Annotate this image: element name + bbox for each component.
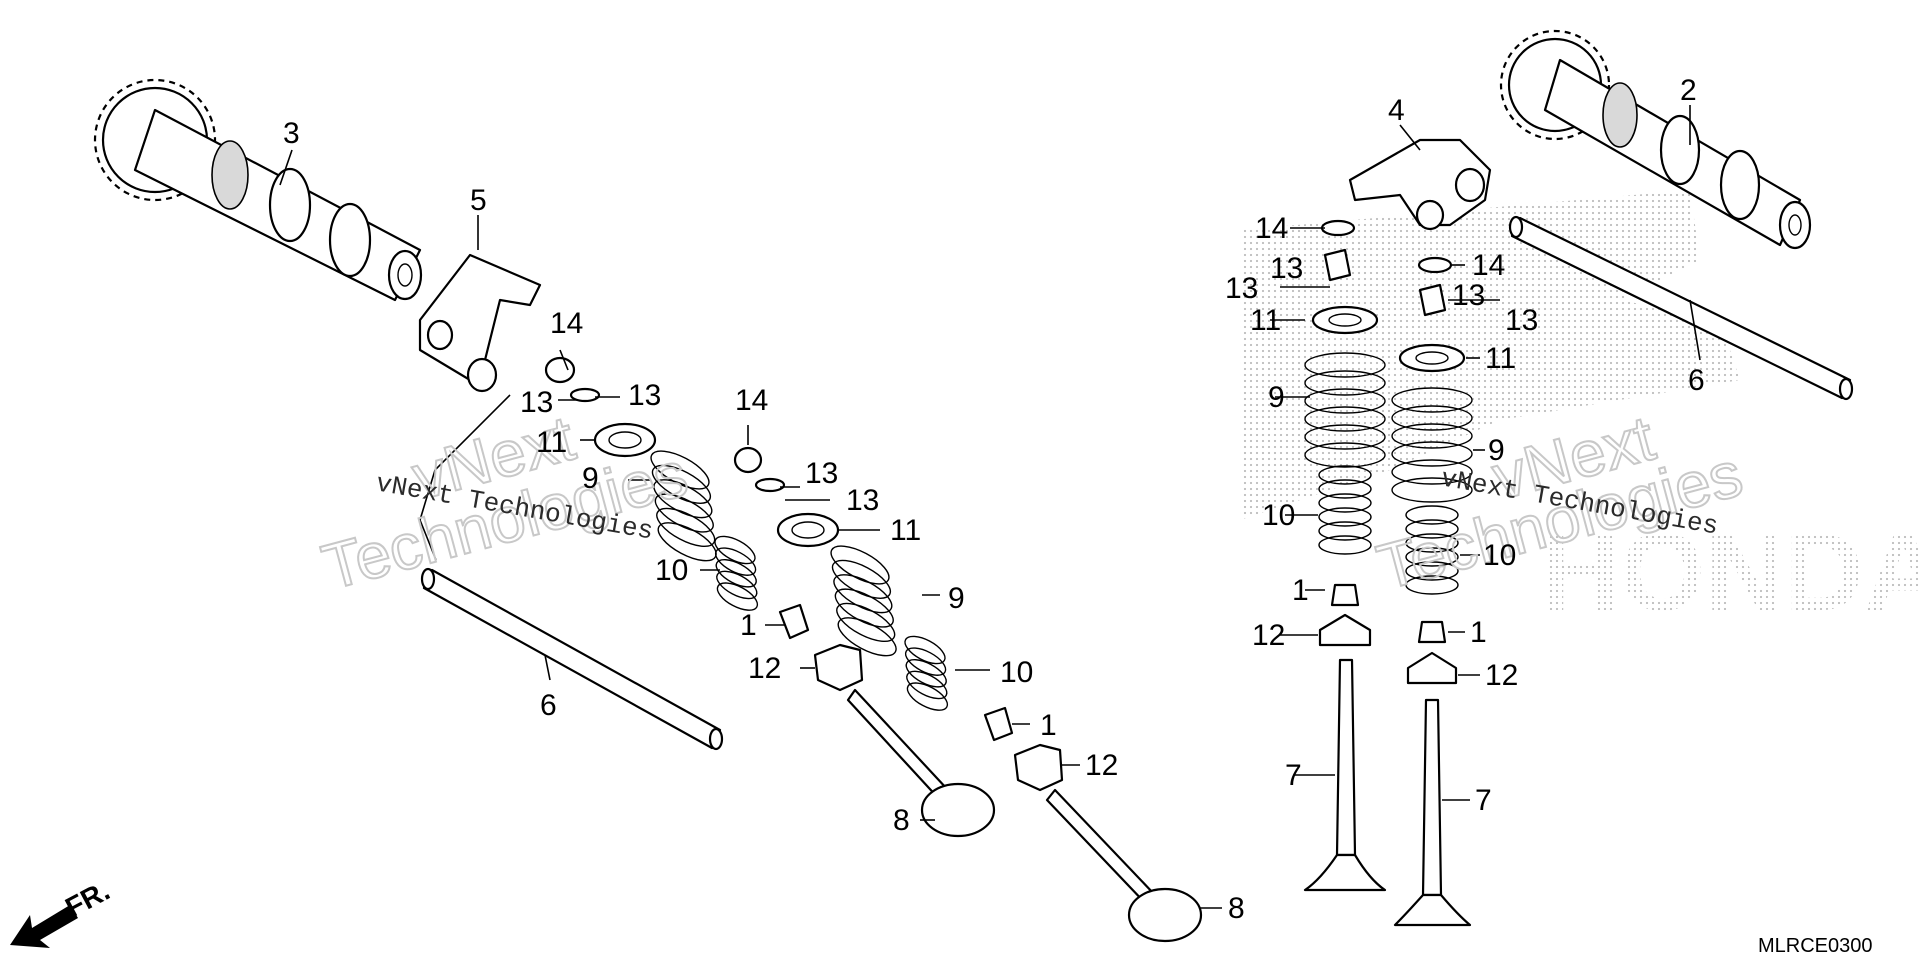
callout-6-right: 6 [1688,364,1705,397]
callout-9-a: 9 [582,462,599,495]
callout-14-d: 14 [1472,249,1505,282]
callout-10-c: 10 [1262,499,1295,532]
callout-10-b: 10 [1000,656,1033,689]
valve-stack-right-b [1391,256,1473,927]
callout-12-a: 12 [748,652,781,685]
callout-10-a: 10 [655,554,688,587]
valve-stack-left-b [733,446,1203,943]
camshaft-left [93,78,423,302]
rocker-shaft-left [420,567,724,751]
rocker-arm-right [1348,138,1492,231]
callout-5: 5 [470,184,487,217]
callout-12-c: 12 [1252,619,1285,652]
callout-9-c: 9 [1268,381,1285,414]
callout-2: 2 [1680,74,1697,107]
leader-lines [279,105,1701,909]
camshaft-right [1499,29,1812,250]
honda-logo-text: HONDA [1540,511,1920,634]
callout-13-c: 13 [805,457,838,490]
callout-3: 3 [283,117,300,150]
callout-1-b: 1 [1040,709,1057,742]
callout-13-e: 13 [1270,252,1303,285]
callout-13-f: 13 [1225,272,1258,305]
callout-14-a: 14 [550,307,583,340]
callout-11-d: 11 [1485,342,1516,375]
callout-4: 4 [1388,94,1405,127]
callout-9-b: 9 [948,582,965,615]
callout-11-c: 11 [1250,304,1281,337]
callout-12-b: 12 [1085,749,1118,782]
front-arrow-icon [10,905,78,948]
callout-6-left: 6 [540,689,557,722]
rocker-arm-left [418,253,542,393]
front-direction-indicator: FR. [10,875,115,948]
callout-13-b: 13 [628,379,661,412]
callout-12-d: 12 [1485,659,1518,692]
valve-stack-right-a [1303,219,1387,892]
callout-14-c: 14 [1255,212,1288,245]
callout-13-h: 13 [1505,304,1538,337]
callout-9-d: 9 [1488,434,1505,467]
callout-8-b: 8 [1228,892,1245,925]
callout-1-a: 1 [740,609,757,642]
callout-13-a: 13 [520,386,553,419]
callout-7-a: 7 [1285,759,1302,792]
rocker-shaft-right [1508,215,1854,401]
callout-11-a: 11 [536,426,567,459]
callout-1-c: 1 [1292,574,1309,607]
callout-labels: 3 5 4 2 6 6 14 13 13 11 9 10 1 12 8 14 1… [283,74,1705,925]
callout-1-d: 1 [1470,616,1487,649]
callout-11-b: 11 [890,514,921,547]
vnext-watermark: vNext Technologies vNext Technologies vN… [314,401,1750,605]
callout-13-d: 13 [846,484,879,517]
callout-7-b: 7 [1475,784,1492,817]
callout-8-a: 8 [893,804,910,837]
callout-10-d: 10 [1483,539,1516,572]
valve-stack-left-a [544,356,996,838]
callout-13-g: 13 [1452,279,1485,312]
callout-14-b: 14 [735,384,768,417]
diagram-code: MLRCE0300 [1758,935,1873,957]
